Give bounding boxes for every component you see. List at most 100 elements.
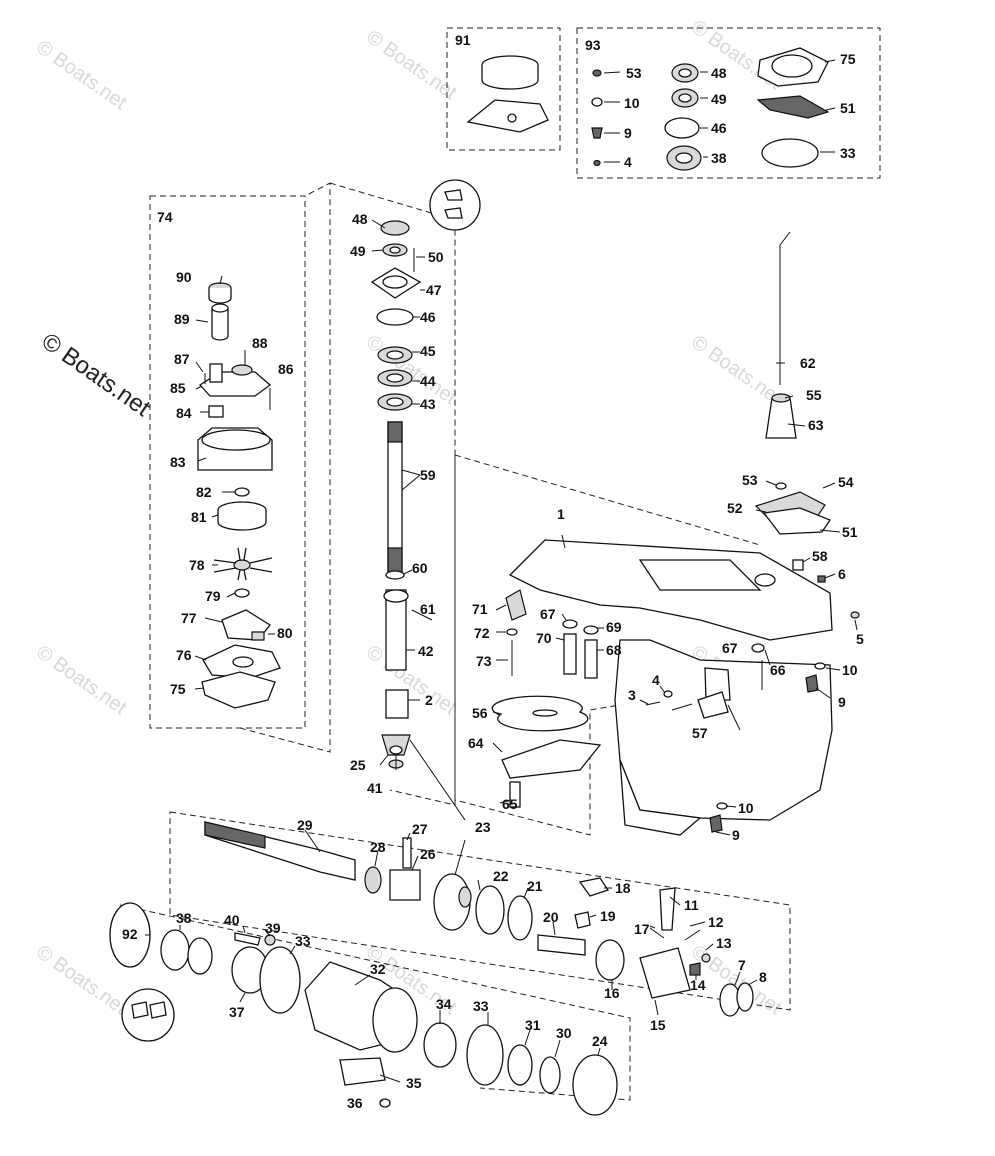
callout-49: 49 (711, 91, 727, 107)
callout-1: 1 (557, 506, 565, 522)
callout-86: 86 (278, 361, 294, 377)
callout-21: 21 (527, 878, 543, 894)
callout-59: 59 (420, 467, 436, 483)
callout-61: 61 (420, 601, 436, 617)
callout-78: 78 (189, 557, 205, 573)
callout-67: 67 (722, 640, 738, 656)
callout-38: 38 (176, 910, 192, 926)
callout-17: 17 (634, 921, 650, 937)
callout-43: 43 (420, 396, 436, 412)
callout-10: 10 (738, 800, 754, 816)
callout-63: 63 (808, 417, 824, 433)
callout-79: 79 (205, 588, 221, 604)
callout-41: 41 (367, 780, 383, 796)
callout-3: 3 (628, 687, 636, 703)
callout-88: 88 (252, 335, 268, 351)
callout-53: 53 (742, 472, 758, 488)
callout-19: 19 (600, 908, 616, 924)
callout-31: 31 (525, 1017, 541, 1033)
callout-4: 4 (652, 672, 660, 688)
watermark: © Boats.net (32, 36, 131, 114)
callout-71: 71 (472, 601, 488, 617)
callout-12: 12 (708, 914, 724, 930)
callout-84: 84 (176, 405, 192, 421)
callout-46: 46 (711, 120, 727, 136)
callout-72: 72 (474, 625, 490, 641)
callout-83: 83 (170, 454, 186, 470)
callout-60: 60 (412, 560, 428, 576)
kit-74-box (149, 195, 306, 729)
callout-28: 28 (370, 839, 386, 855)
callout-34: 34 (436, 996, 452, 1012)
callout-76: 76 (176, 647, 192, 663)
gearcase-box (454, 455, 621, 836)
callout-4: 4 (624, 154, 632, 170)
callout-29: 29 (297, 817, 313, 833)
kit-93-box (576, 27, 881, 179)
callout-10: 10 (842, 662, 858, 678)
callout-49: 49 (350, 243, 366, 259)
callout-35: 35 (406, 1075, 422, 1091)
gearcase-parts (491, 231, 860, 836)
driveshaft-parts (370, 220, 433, 769)
callout-52: 52 (727, 500, 743, 516)
callout-50: 50 (428, 249, 444, 265)
callout-40: 40 (224, 912, 240, 928)
callout-16: 16 (604, 985, 620, 1001)
callout-13: 13 (716, 935, 732, 951)
callout-33: 33 (840, 145, 856, 161)
watermark: © Boats.net (32, 641, 131, 719)
callout-23: 23 (475, 819, 491, 835)
callout-9: 9 (732, 827, 740, 843)
callout-73: 73 (476, 653, 492, 669)
callout-5: 5 (856, 631, 864, 647)
callout-64: 64 (468, 735, 484, 751)
callout-22: 22 (493, 868, 509, 884)
callout-69: 69 (606, 619, 622, 635)
callout-55: 55 (806, 387, 822, 403)
callout-30: 30 (556, 1025, 572, 1041)
gearcase-top-box (454, 454, 761, 546)
kit-93-parts (591, 47, 830, 171)
callout-48: 48 (352, 211, 368, 227)
detail-circle-bottom (121, 988, 175, 1042)
callout-10: 10 (624, 95, 640, 111)
callout-8: 8 (759, 969, 767, 985)
callout-7: 7 (738, 957, 746, 973)
callout-90: 90 (176, 269, 192, 285)
callout-48: 48 (711, 65, 727, 81)
callout-67: 67 (540, 606, 556, 622)
callout-26: 26 (420, 846, 436, 862)
driveshaft-box (329, 182, 456, 806)
callout-24: 24 (592, 1033, 608, 1049)
callout-54: 54 (838, 474, 854, 490)
kit-91-parts (466, 55, 549, 133)
callout-18: 18 (615, 880, 631, 896)
callout-77: 77 (181, 610, 197, 626)
callout-20: 20 (543, 909, 559, 925)
callout-75: 75 (840, 51, 856, 67)
callout-66: 66 (770, 662, 786, 678)
callout-11: 11 (684, 897, 699, 913)
callout-62: 62 (800, 355, 816, 371)
kit-93-label: 93 (585, 37, 601, 53)
kit-91-label: 91 (455, 32, 471, 48)
callout-46: 46 (420, 309, 436, 325)
watermark: © Boats.net (362, 26, 461, 104)
watermark: © Boats.net (362, 641, 461, 719)
callout-9: 9 (624, 125, 632, 141)
callout-36: 36 (347, 1095, 363, 1111)
group-boxes (119, 27, 881, 1101)
callout-80: 80 (277, 625, 293, 641)
callout-45: 45 (420, 343, 436, 359)
callout-44: 44 (420, 373, 436, 389)
callout-85: 85 (170, 380, 186, 396)
kit-74-label: 74 (157, 209, 173, 225)
callout-25: 25 (350, 757, 366, 773)
watermark-dark: © Boats.net (37, 328, 156, 422)
water-pump-parts (197, 282, 281, 709)
callout-89: 89 (174, 311, 190, 327)
callout-6: 6 (838, 566, 846, 582)
callout-92: 92 (122, 926, 138, 942)
callout-70: 70 (536, 630, 552, 646)
